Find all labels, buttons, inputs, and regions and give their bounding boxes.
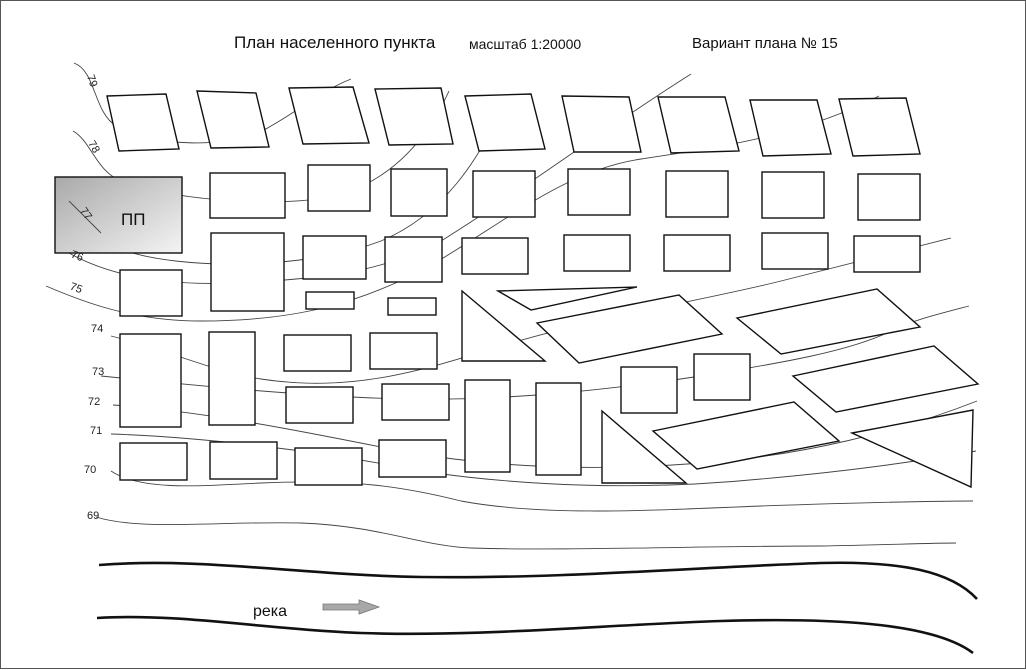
- block: [381, 383, 450, 421]
- block: [693, 353, 751, 401]
- block: [461, 237, 529, 275]
- contour-label: 73: [92, 366, 104, 378]
- river: [96, 561, 978, 655]
- block: [791, 345, 980, 413]
- river-bank-north: [98, 561, 978, 600]
- block: [761, 171, 825, 219]
- block: [378, 439, 447, 478]
- block: [657, 96, 740, 154]
- contour-label: 75: [68, 281, 84, 296]
- block: [665, 170, 729, 218]
- block: [196, 90, 270, 149]
- block: [853, 235, 921, 273]
- block: [749, 99, 832, 157]
- block: [119, 269, 183, 317]
- block: [535, 294, 724, 364]
- block: [390, 168, 448, 217]
- block: [464, 93, 546, 152]
- contour-label: 77: [77, 205, 94, 222]
- contour-labels: 79 78 77 76 75 74 73 72 71 70 69: [68, 73, 104, 522]
- contour-label: 79: [84, 73, 99, 89]
- block: [288, 86, 370, 145]
- contour-label: 78: [85, 139, 102, 156]
- block: [620, 366, 678, 414]
- block: [735, 288, 922, 355]
- block: [601, 409, 688, 484]
- block: [663, 234, 731, 272]
- contour-line-69: [95, 516, 957, 550]
- block: [119, 333, 182, 428]
- contour-line-77-segment: [68, 200, 102, 234]
- block: [294, 447, 363, 486]
- block: [387, 297, 437, 316]
- block: [374, 87, 454, 146]
- plan-variant: Вариант плана № 15: [692, 35, 838, 52]
- block: [761, 232, 829, 270]
- plan-title: План населенного пункта: [234, 33, 436, 52]
- block: [119, 442, 188, 481]
- contour-label: 69: [87, 510, 99, 522]
- block: [857, 173, 921, 221]
- admin-point-label: ПП: [121, 210, 145, 229]
- block: [210, 232, 285, 312]
- block: [302, 235, 367, 280]
- arrow-right-icon: [322, 599, 381, 615]
- block: [305, 291, 355, 310]
- contour-label: 72: [88, 396, 100, 408]
- block: [651, 401, 841, 470]
- block: [567, 168, 631, 216]
- contour-label: 76: [69, 249, 85, 264]
- block: [464, 379, 511, 473]
- contour-label: 71: [90, 425, 102, 437]
- blocks: [106, 86, 980, 489]
- river-bank-south: [96, 615, 974, 655]
- block: [849, 409, 974, 489]
- block: [563, 234, 631, 272]
- block: [209, 441, 278, 480]
- block: [472, 170, 536, 218]
- contour-line-70: [110, 470, 974, 512]
- block: [283, 334, 352, 372]
- block: [209, 172, 286, 219]
- admin-point-block: [54, 176, 183, 254]
- block: [495, 286, 638, 311]
- plan-scale: масштаб 1:20000: [469, 36, 582, 52]
- block: [384, 236, 443, 283]
- block: [285, 386, 354, 424]
- block: [535, 382, 582, 476]
- contour-label: 70: [84, 464, 96, 476]
- block: [369, 332, 438, 370]
- block: [838, 97, 921, 157]
- title-row: План населенного пункта масштаб 1:20000 …: [1, 33, 1026, 57]
- block: [461, 289, 547, 362]
- block: [307, 164, 371, 212]
- block: [208, 331, 256, 426]
- block: [561, 95, 642, 153]
- contour-label: 74: [91, 323, 103, 335]
- block: [106, 93, 180, 152]
- river-label: река: [253, 603, 287, 620]
